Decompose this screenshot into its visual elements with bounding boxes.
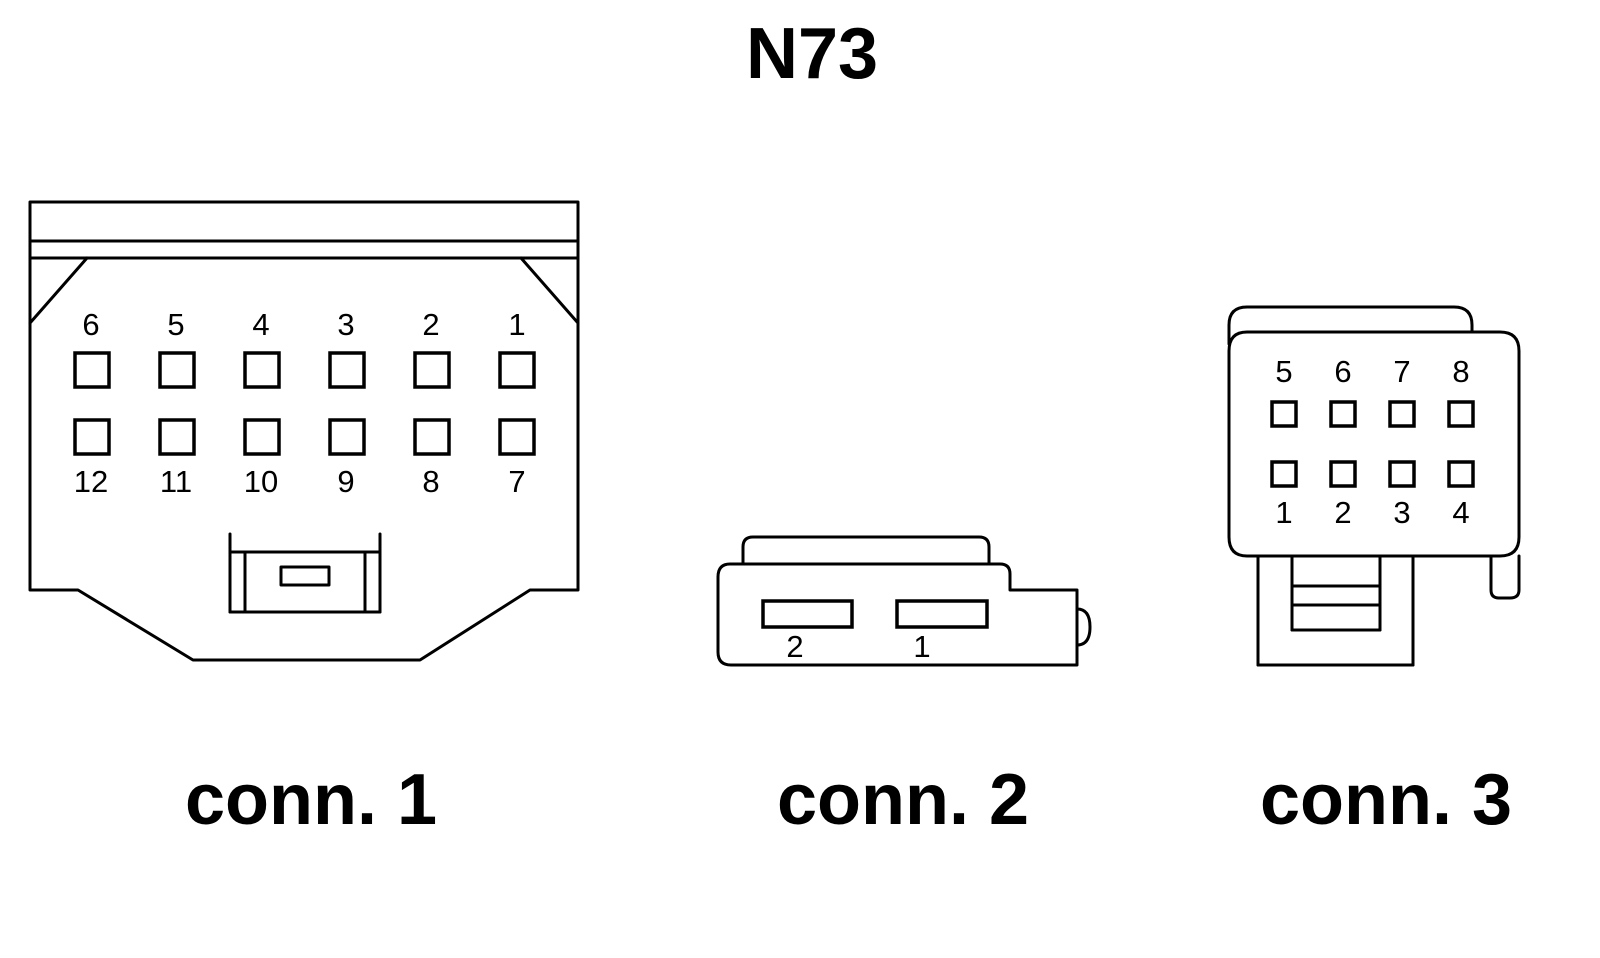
pin-9 [328,418,366,456]
pin-2 [1329,460,1357,488]
connector-2-caption: conn. 2 [777,760,1029,840]
pin-label: 1 [913,629,930,664]
pin-label: 1 [508,307,525,342]
pin-label: 6 [82,307,99,342]
pin-label: 5 [1275,354,1292,389]
pin-3 [328,351,366,389]
pin-5 [158,351,196,389]
pin-label: 3 [337,307,354,342]
pin-1 [498,351,536,389]
connector-1-chamfer [519,256,580,325]
connector-3: 5 6 7 8 1 2 3 4 conn. 3 [1227,305,1521,840]
connector-2: 2 1 conn. 2 [716,535,1092,840]
connector-1-pin-row-top: 6 5 4 3 2 1 [73,307,536,389]
pin-label: 2 [1334,495,1351,530]
pin-label: 7 [1393,354,1410,389]
connector-1-latch [228,532,382,614]
connector-2-latch [1075,607,1092,647]
connector-1-pin-row-bottom: 12 11 10 9 8 7 [73,418,536,499]
pin-5 [1270,400,1298,428]
pin-7 [1388,400,1416,428]
pin-12 [73,418,111,456]
pin-label: 11 [160,464,192,499]
pin-label: 2 [786,629,803,664]
pin-label: 7 [508,464,525,499]
pin-label: 4 [252,307,269,342]
diagram-title: N73 [746,14,878,94]
pin-11 [158,418,196,456]
connector-3-back-shell [1227,305,1474,346]
connector-3-cable-housing [1256,554,1415,667]
pin-10 [243,418,281,456]
pin-label: 10 [244,464,278,499]
connector-1: 6 5 4 3 2 1 12 11 10 9 8 7 [28,200,580,840]
connector-1-chamfer [28,256,89,325]
pin-label: 8 [422,464,439,499]
pin-label: 1 [1275,495,1292,530]
pin-6 [1329,400,1357,428]
pin-8 [1447,400,1475,428]
pin-label: 2 [422,307,439,342]
pin-4 [1447,460,1475,488]
pin-4 [243,351,281,389]
pin-label: 6 [1334,354,1351,389]
pin-2 [761,599,854,629]
pin-8 [413,418,451,456]
pin-label: 3 [1393,495,1410,530]
connector-2-housing [716,562,1079,667]
pin-label: 9 [337,464,354,499]
connector-3-locking-tab [1489,554,1521,600]
pin-label: 12 [74,464,108,499]
connector-2-cap [741,535,991,566]
pin-3 [1388,460,1416,488]
connector-3-housing [1227,330,1521,558]
pin-1 [1270,460,1298,488]
pin-label: 5 [167,307,184,342]
connector-3-pin-row-top: 5 6 7 8 [1270,354,1475,428]
pin-label: 8 [1452,354,1469,389]
connector-1-housing [28,200,580,662]
pin-7 [498,418,536,456]
connector-3-caption: conn. 3 [1260,760,1512,840]
connector-1-caption: conn. 1 [185,760,437,840]
pin-label: 4 [1452,495,1469,530]
connector-3-pin-row-bottom: 1 2 3 4 [1270,460,1475,530]
pin-6 [73,351,111,389]
pin-1 [895,599,989,629]
pin-2 [413,351,451,389]
